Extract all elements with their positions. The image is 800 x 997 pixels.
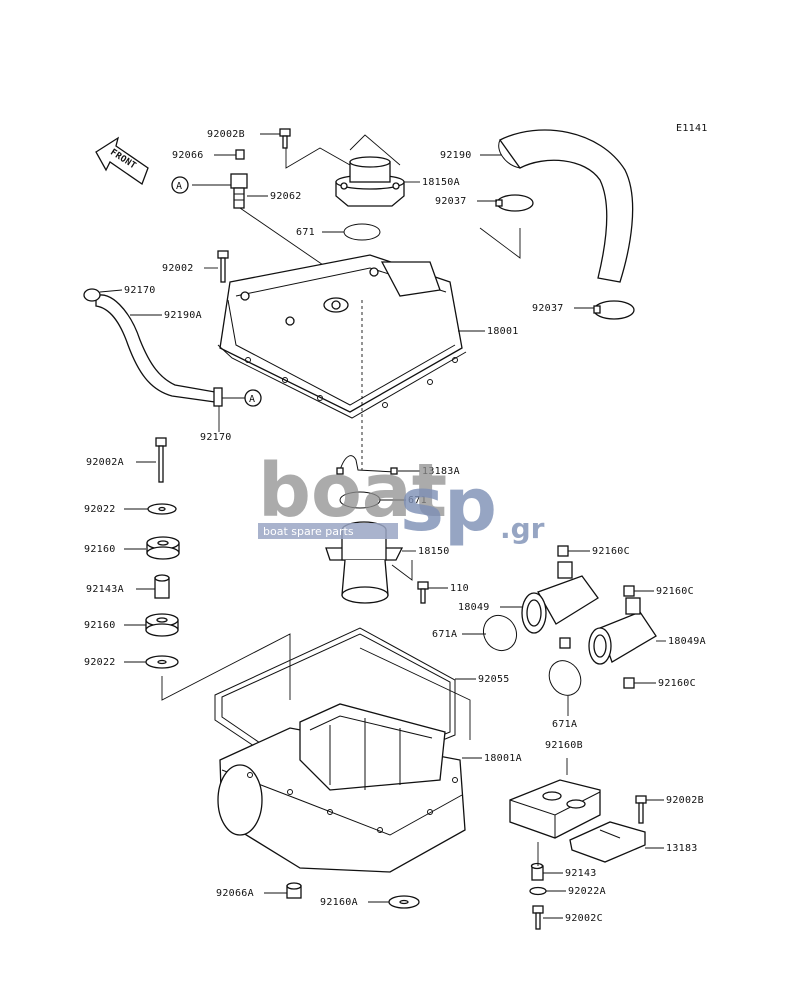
breather-cap-18150a: [335, 156, 405, 207]
label-671a-left: 671A: [432, 629, 457, 640]
ref-marker-a-bottom-label: A: [249, 394, 255, 405]
bolt-110: [417, 581, 429, 604]
label-92002b-top: 92002B: [207, 129, 245, 140]
hose-92190: [498, 129, 634, 283]
label-92022-top: 92022: [84, 504, 116, 515]
label-92062: 92062: [270, 191, 302, 202]
label-92002b-bottom: 92002B: [666, 795, 704, 806]
bolt-92002b-top: [279, 128, 291, 149]
watermark-brand-left: boat: [258, 448, 447, 534]
label-18049a: 18049A: [668, 636, 706, 647]
label-92037-top: 92037: [435, 196, 467, 207]
label-18001a: 18001A: [484, 753, 522, 764]
clamp-92037-bottom: [593, 300, 635, 320]
collar-92143a: [154, 574, 170, 599]
bracket-13183: [569, 821, 646, 863]
diagram-code: E1141: [676, 123, 708, 134]
ref-marker-a-top-label: A: [176, 181, 182, 192]
label-92066: 92066: [172, 150, 204, 161]
cap-92160c-1: [557, 545, 569, 557]
grommet-92160-bottom: [145, 613, 179, 637]
label-92022a: 92022A: [568, 886, 606, 897]
cap-92066a: [286, 882, 302, 899]
label-92066a: 92066A: [216, 888, 254, 899]
label-18001: 18001: [487, 326, 519, 337]
label-18150a: 18150A: [422, 177, 460, 188]
o-ring-671a-right: [548, 660, 582, 696]
gasket-92055: [214, 627, 456, 791]
bolt-92002: [217, 250, 229, 283]
label-92160c-2: 92160C: [656, 586, 694, 597]
label-92002c: 92002C: [565, 913, 603, 924]
bracket-13183a: [336, 455, 398, 475]
cap-92160c-3: [623, 677, 635, 689]
label-92022-bottom: 92022: [84, 657, 116, 668]
label-92170-top: 92170: [124, 285, 156, 296]
label-92002a: 92002A: [86, 457, 124, 468]
label-92037-bottom: 92037: [532, 303, 564, 314]
label-13183: 13183: [666, 843, 698, 854]
cap-92160c-mid: [559, 637, 571, 649]
grommet-92160-top: [146, 536, 180, 560]
ref-marker-a-top: [171, 176, 189, 194]
label-92190a: 92190A: [164, 310, 202, 321]
label-18049: 18049: [458, 602, 490, 613]
label-110: 110: [450, 583, 469, 594]
block-92160b: [509, 779, 601, 839]
label-92160c-1: 92160C: [592, 546, 630, 557]
duct-18049: [521, 561, 599, 634]
label-92160c-3: 92160C: [658, 678, 696, 689]
front-arrow-icon: FRONT: [95, 136, 149, 186]
label-92160-top: 92160: [84, 544, 116, 555]
label-671-mid: 671: [408, 495, 427, 506]
cap-92066: [235, 149, 245, 160]
label-671-top: 671: [296, 227, 315, 238]
clamp-92170-bottom: [213, 387, 223, 407]
washer-92022-bottom: [145, 655, 179, 669]
washer-92022-top: [147, 503, 177, 515]
clamp-92037-top: [495, 194, 534, 212]
washer-92022a: [529, 886, 547, 896]
o-ring-671a-left: [482, 614, 518, 652]
label-92160b: 92160B: [545, 740, 583, 751]
o-ring-671-top: [343, 223, 381, 241]
duct-18049a: [588, 597, 657, 665]
label-92160a: 92160A: [320, 897, 358, 908]
watermark-brand-right: sp: [400, 462, 497, 548]
label-92160-bottom: 92160: [84, 620, 116, 631]
label-92055: 92055: [478, 674, 510, 685]
label-92143a: 92143A: [86, 584, 124, 595]
lower-case-18001a: [217, 703, 466, 873]
label-671a-right: 671A: [552, 719, 577, 730]
collar-92143: [530, 862, 544, 881]
washer-92160a: [388, 895, 420, 909]
bolt-92002c: [532, 905, 544, 930]
label-92190: 92190: [440, 150, 472, 161]
upper-cover-18001: [217, 254, 467, 419]
bolt-92002b-bottom: [635, 795, 647, 824]
label-13183a: 13183A: [422, 466, 460, 477]
cap-92160c-2: [623, 585, 635, 597]
watermark-logo: boat sp .gr boat spare parts: [258, 448, 545, 548]
watermark-tagline-bar: [258, 523, 398, 539]
labels: 92002B 92066 92062 18150A 92190 92037 67…: [84, 129, 706, 924]
label-92170-bottom: 92170: [200, 432, 232, 443]
watermark-domain: .gr: [500, 512, 545, 545]
label-18150: 18150: [418, 546, 450, 557]
clamp-92170-top: [83, 288, 101, 302]
label-92002: 92002: [162, 263, 194, 274]
label-92143: 92143: [565, 868, 597, 879]
watermark-tagline: boat spare parts: [263, 525, 354, 538]
fitting-92062: [192, 173, 248, 209]
bolt-92002a: [155, 437, 167, 483]
